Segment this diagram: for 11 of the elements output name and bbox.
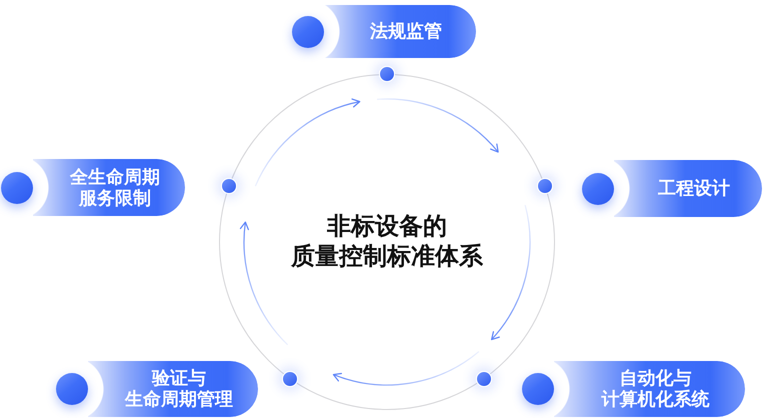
category-pill bbox=[614, 160, 762, 217]
center-title: 非标设备的质量控制标准体系 bbox=[291, 212, 483, 272]
category-pill bbox=[88, 361, 258, 417]
pill-label: 全生命周期服务限制 bbox=[70, 166, 160, 208]
category-pill bbox=[324, 5, 476, 58]
pill-label: 自动化与计算机化系统 bbox=[602, 368, 710, 410]
pill-label: 验证与生命周期管理 bbox=[125, 368, 233, 410]
pill-label: 工程设计 bbox=[658, 178, 730, 199]
category-pill bbox=[33, 159, 185, 216]
pill-label: 法规监管 bbox=[370, 21, 442, 42]
category-pill bbox=[554, 361, 745, 417]
